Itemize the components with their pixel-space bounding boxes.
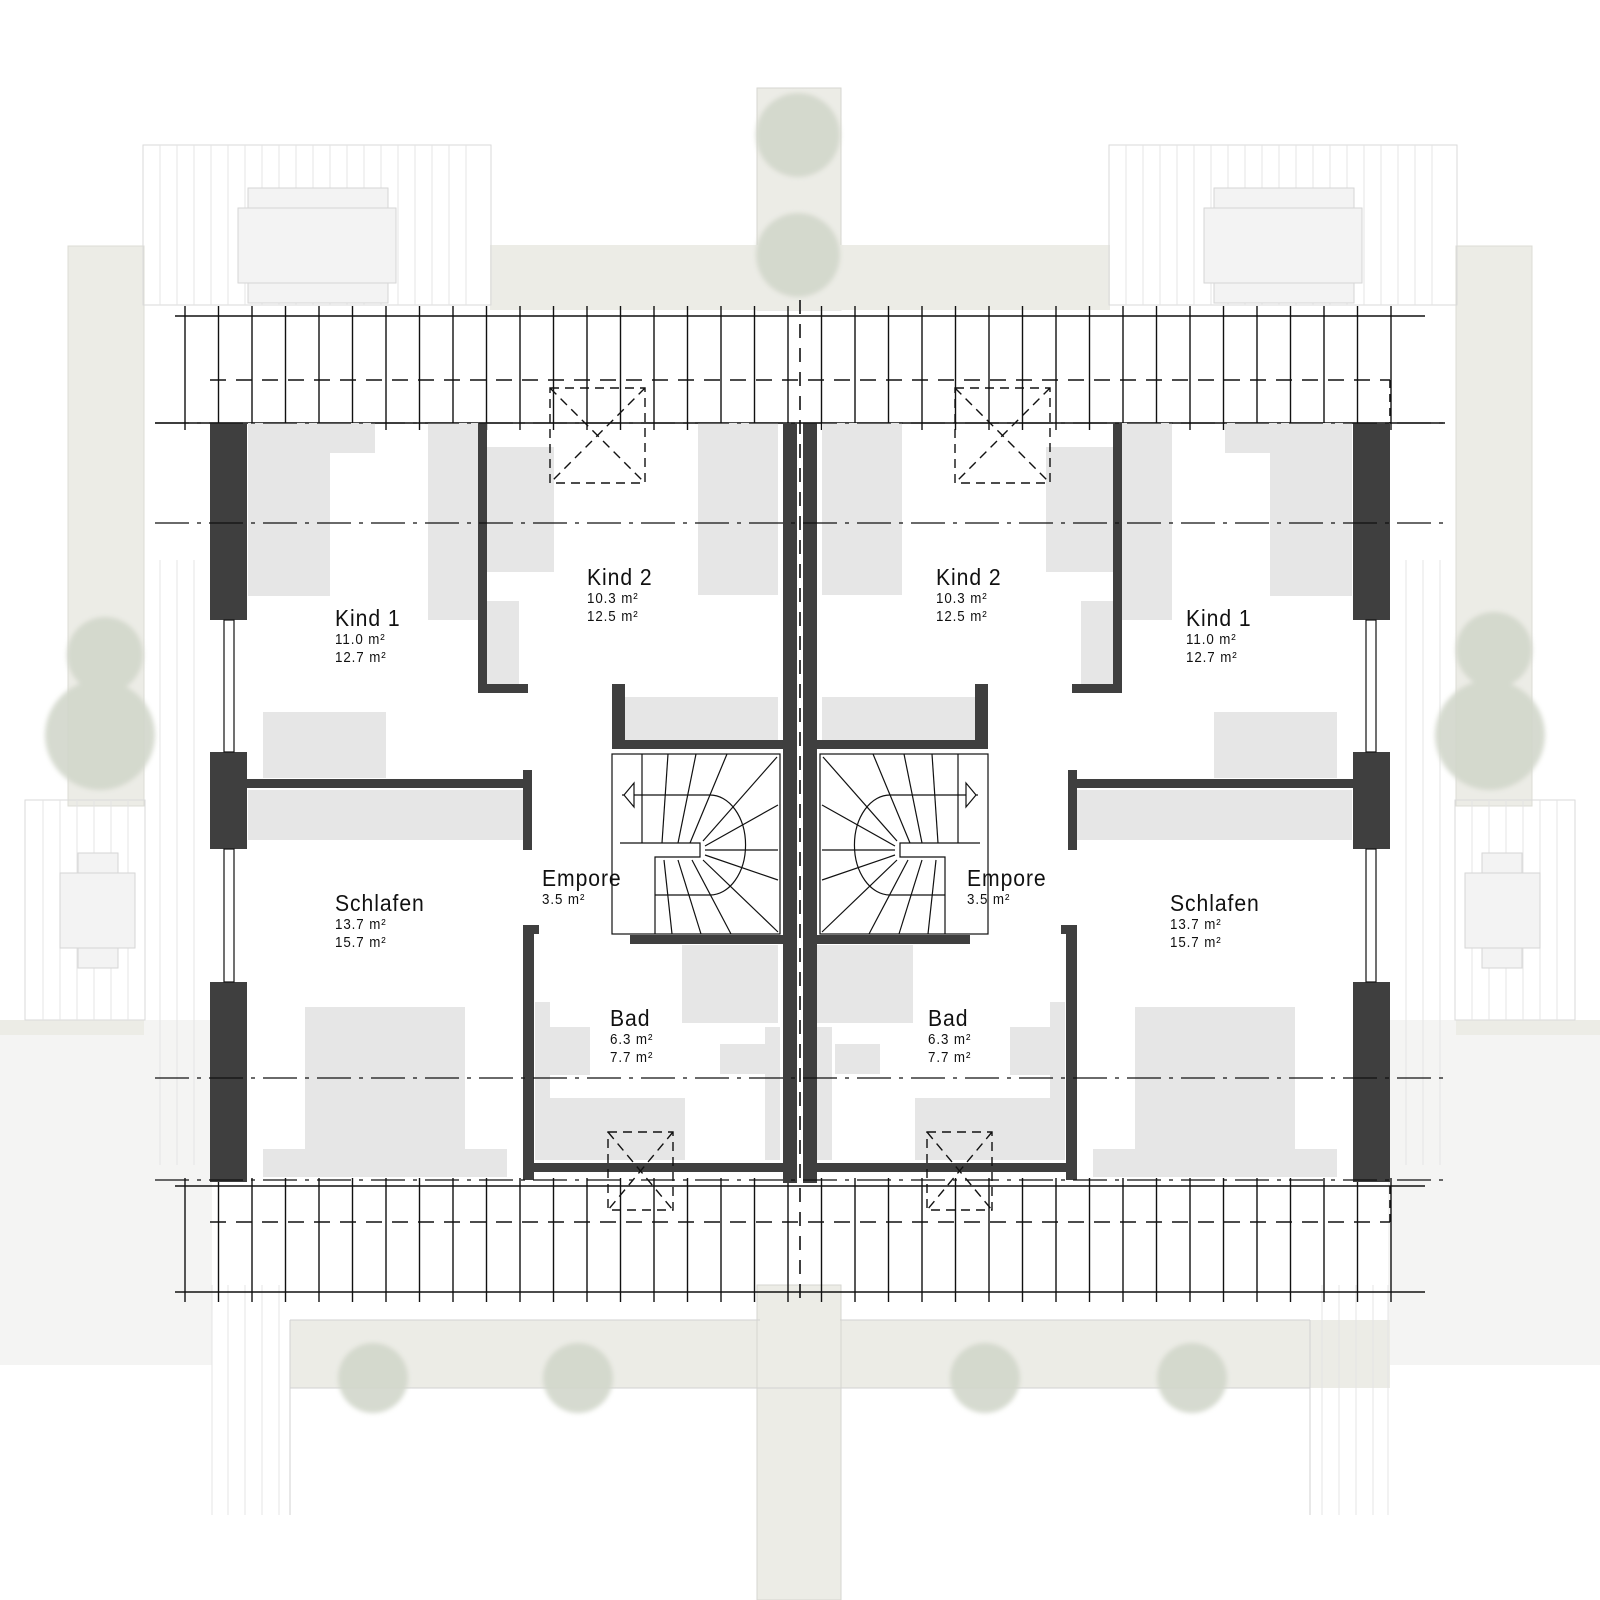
furniture	[248, 423, 1352, 1177]
windows	[223, 619, 1377, 983]
room-name: Schlafen	[1170, 890, 1260, 916]
room-label-empore-left: Empore 3.5 m²	[542, 865, 629, 909]
room-area-gross: 7.7 m²	[928, 1050, 972, 1066]
room-name: Kind 1	[1186, 605, 1252, 631]
tree-icon	[45, 93, 1545, 1413]
room-label-kind2-right: Kind 2 10.3 m² 12.5 m²	[936, 564, 1007, 626]
staircase-left	[611, 753, 781, 935]
room-area-net: 10.3 m²	[587, 591, 639, 607]
room-name: Kind 2	[936, 564, 1002, 590]
room-area-gross: 15.7 m²	[335, 935, 387, 951]
skylight-icon	[549, 387, 1051, 1211]
room-area-net: 13.7 m²	[335, 917, 387, 933]
room-name: Kind 2	[587, 564, 653, 590]
room-label-bad-right: Bad 6.3 m² 7.7 m²	[928, 1005, 975, 1067]
staircase-right	[819, 753, 989, 935]
room-label-schlafen-right: Schlafen 13.7 m² 15.7 m²	[1170, 890, 1268, 952]
room-area-gross: 7.7 m²	[610, 1050, 654, 1066]
room-area-net: 6.3 m²	[610, 1032, 654, 1048]
room-area-net: 11.0 m²	[335, 632, 386, 648]
room-area-gross: 12.5 m²	[936, 609, 988, 625]
room-area-gross: 12.5 m²	[587, 609, 639, 625]
room-area-net: 11.0 m²	[1186, 632, 1237, 648]
room-label-kind2-left: Kind 2 10.3 m² 12.5 m²	[587, 564, 658, 626]
room-area-net: 3.5 m²	[967, 892, 1011, 908]
room-name: Kind 1	[335, 605, 401, 631]
room-label-kind1-left: Kind 1 11.0 m² 12.7 m²	[335, 605, 406, 667]
room-label-schlafen-left: Schlafen 13.7 m² 15.7 m²	[335, 890, 433, 952]
room-name: Schlafen	[335, 890, 425, 916]
room-area-net: 3.5 m²	[542, 892, 586, 908]
outdoor-table	[59, 187, 1541, 969]
walls	[210, 423, 1390, 1183]
room-area-net: 6.3 m²	[928, 1032, 972, 1048]
room-area-gross: 15.7 m²	[1170, 935, 1222, 951]
room-area-net: 10.3 m²	[936, 591, 988, 607]
room-label-kind1-right: Kind 1 11.0 m² 12.7 m²	[1186, 605, 1257, 667]
room-name: Bad	[928, 1005, 969, 1031]
room-area-gross: 12.7 m²	[1186, 650, 1238, 666]
room-name: Bad	[610, 1005, 651, 1031]
room-area-gross: 12.7 m²	[335, 650, 387, 666]
room-name: Empore	[967, 865, 1047, 891]
room-label-bad-left: Bad 6.3 m² 7.7 m²	[610, 1005, 657, 1067]
room-area-net: 13.7 m²	[1170, 917, 1222, 933]
room-label-empore-right: Empore 3.5 m²	[967, 865, 1054, 909]
room-name: Empore	[542, 865, 622, 891]
landscape	[0, 87, 1600, 1600]
